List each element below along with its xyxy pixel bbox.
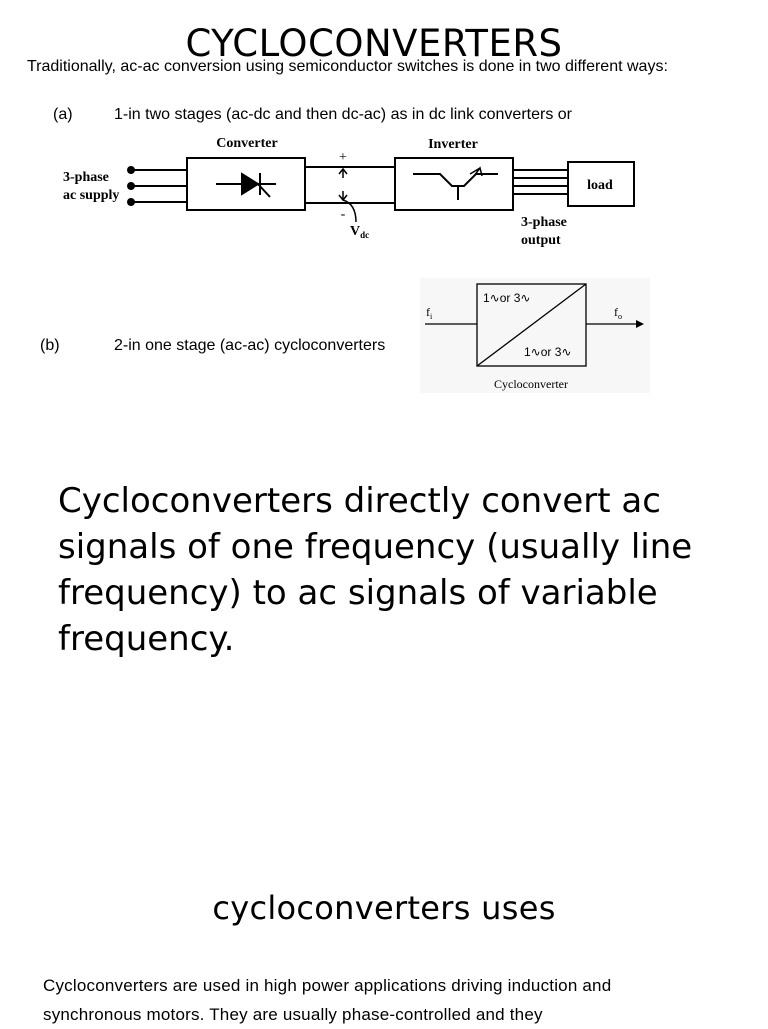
item-a-text: 1-in two stages (ac-dc and then dc-ac) a… — [114, 106, 572, 123]
dc-minus-sign: - — [341, 207, 346, 222]
block-diagonal — [476, 283, 587, 367]
inverter-label: Inverter — [428, 137, 478, 152]
figure-caption: Cycloconverter — [494, 377, 568, 391]
input-frequency-label: fi — [426, 305, 433, 321]
definition-paragraph: Cycloconverters directly convert ac sign… — [58, 481, 693, 659]
supply-label-line2: ac supply — [63, 188, 119, 203]
transistor-icon — [413, 166, 498, 200]
cycloconverter-diagram: fi 1∿or 3∿ 1∿or 3∿ fo Cycloconverter — [420, 278, 650, 393]
dc-link-lines — [305, 166, 395, 204]
inverter-block — [394, 157, 514, 211]
vdc-voltage-arrow-icon — [338, 167, 357, 223]
cycloconverter-block — [476, 283, 587, 367]
figure-background — [420, 278, 650, 393]
supply-label-line1: 3-phase — [63, 170, 109, 185]
converter-block — [186, 157, 306, 211]
thyristor-icon — [216, 172, 276, 198]
output-lines — [513, 169, 568, 195]
supply-lines — [127, 166, 187, 206]
dc-plus-sign: + — [339, 150, 347, 165]
page-title: CYCLOCONVERTERS — [185, 22, 563, 65]
output-frequency-label: fo — [614, 305, 622, 321]
converter-label: Converter — [216, 136, 277, 151]
input-phase-label: 1∿or 3∿ — [483, 291, 530, 305]
uses-paragraph: Cycloconverters are used in high power a… — [43, 976, 612, 1024]
load-label: load — [587, 178, 613, 193]
item-a-label: (a) — [53, 106, 73, 123]
load-block — [567, 161, 635, 207]
item-b-label: (b) — [40, 337, 60, 354]
output-arrow-icon — [636, 320, 644, 328]
dc-link-converter-diagram: Converter Inverter 3-phase ac supply + -… — [63, 136, 635, 248]
output-label-line1: 3-phase — [521, 215, 567, 230]
output-phase-label: 1∿or 3∿ — [524, 345, 571, 359]
intro-paragraph: Traditionally, ac-ac conversion using se… — [27, 58, 668, 75]
uses-heading: cycloconverters uses — [212, 889, 556, 927]
vdc-label: Vdc — [350, 224, 369, 240]
output-label-line2: output — [521, 233, 561, 248]
item-b-text: 2-in one stage (ac-ac) cycloconverters — [114, 337, 386, 354]
